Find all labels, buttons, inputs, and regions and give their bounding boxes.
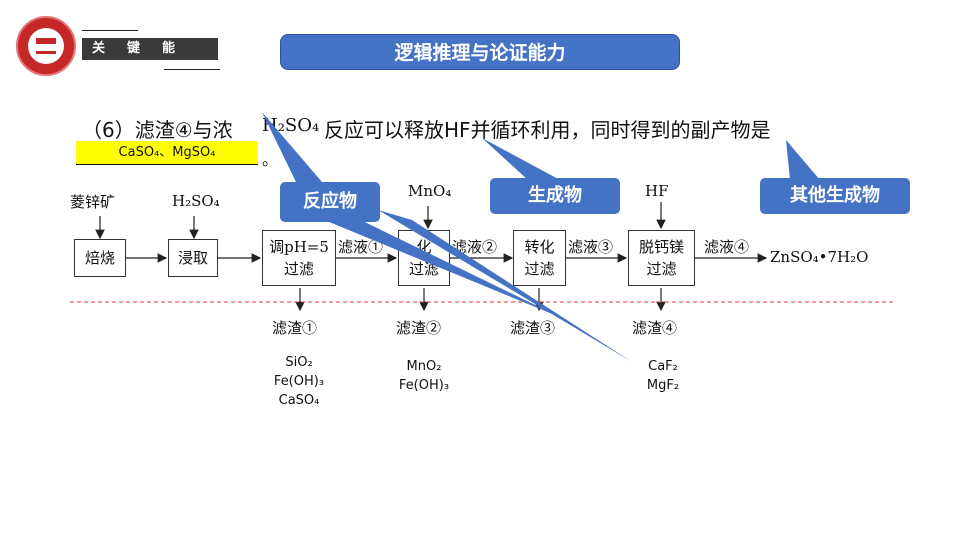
residue-3-label: 滤渣③ (510, 319, 556, 337)
page-title: 逻辑推理与论证能力 (280, 34, 680, 70)
school-logo (16, 16, 76, 76)
question-prefix: （6）滤渣④与浓 (82, 118, 233, 142)
hf-label: HF (645, 182, 669, 200)
residue-4-label: 滤渣④ (632, 319, 678, 337)
residue-4-contents: CaF₂ MgF₂ (646, 359, 680, 393)
step-roast: 焙烧 (74, 239, 126, 277)
residue-1-contents: SiO₂ Fe(OH)₃ CaSO₄ (273, 355, 325, 408)
filtrate-3-label: 滤液③ (568, 238, 614, 256)
step-ph-filter: 调pH=5 过滤 (262, 230, 336, 286)
step-decalc-filter: 脱钙镁 过滤 (628, 230, 695, 286)
residue-1-label: 滤渣① (272, 319, 318, 337)
reactant-pointer (262, 112, 322, 182)
reactant-callout: 反应物 (280, 182, 380, 222)
filtrate-2-label: 滤液② (452, 238, 498, 256)
product-callout: 生成物 (490, 178, 620, 214)
section-badge: 关键能力 (82, 38, 218, 78)
product-pointer (482, 138, 560, 180)
residue-2-contents: MnO₂ Fe(OH)₃ (398, 359, 450, 393)
divider-line (82, 30, 138, 31)
other-products-callout: 其他生成物 (760, 178, 910, 214)
question-suffix: 反应可以释放HF并循环利用，同时得到的副产物是 (324, 118, 771, 142)
filtrate-4-label: 滤液④ (704, 238, 750, 256)
raw-material-label: 菱锌矿 (70, 193, 116, 211)
step-leach: 浸取 (168, 239, 218, 277)
kmno4-label: MnO₄ (408, 182, 452, 200)
step-convert-filter: 转化 过滤 (513, 230, 566, 286)
filtrate-1-label: 滤液① (338, 238, 384, 256)
h2so4-label: H₂SO₄ (172, 192, 220, 210)
final-product-label: ZnSO₄•7H₂O (770, 248, 869, 266)
question-end: 。 (262, 150, 279, 169)
divider-line (164, 69, 220, 70)
building-icon (36, 38, 56, 54)
answer-highlight: CaSO₄、MgSO₄ (76, 141, 258, 165)
other-product-pointer (786, 140, 820, 180)
reactant-tail-pointer-2 (378, 210, 632, 362)
residue-2-label: 滤渣② (396, 319, 442, 337)
reactant-tail-pointer (300, 210, 562, 318)
